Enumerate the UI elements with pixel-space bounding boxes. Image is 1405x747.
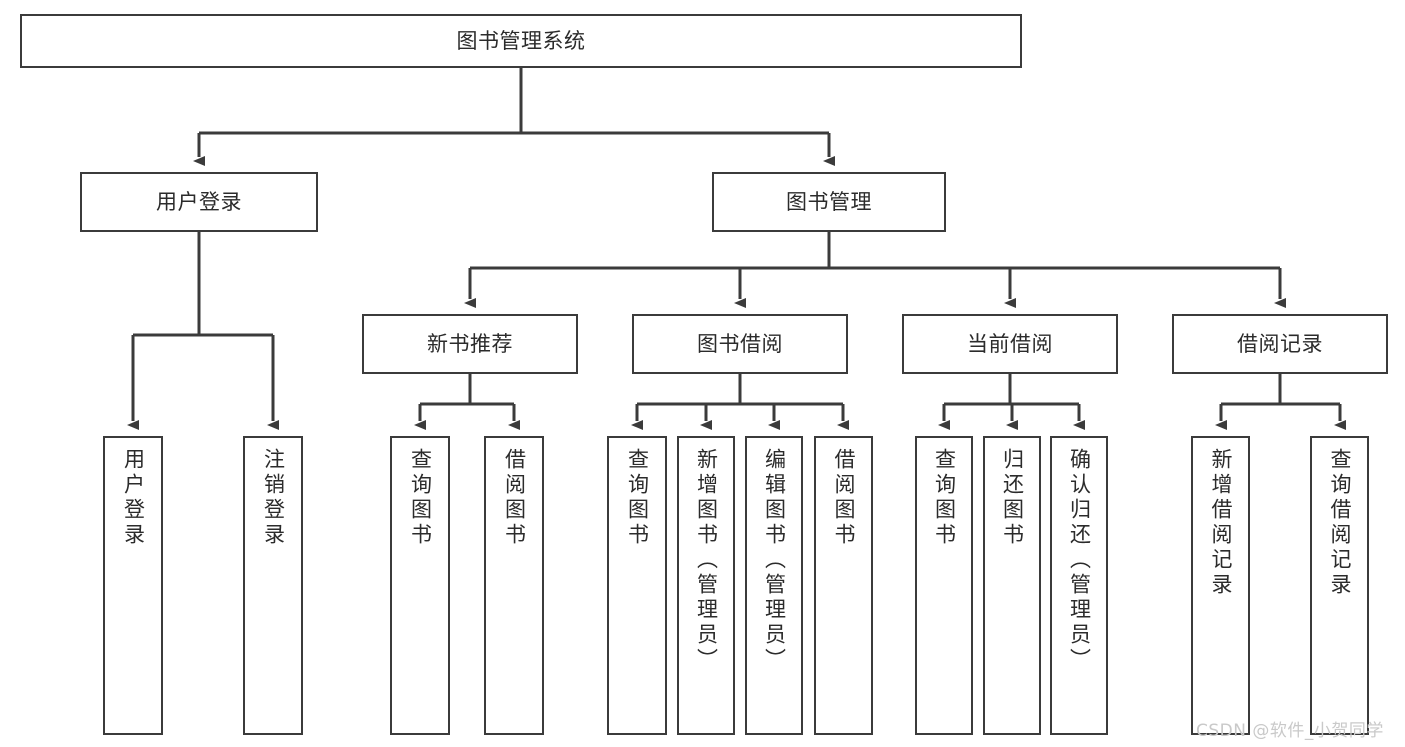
node-leaf-user-login[interactable]: 用户登录 (103, 436, 163, 735)
node-leaf-query-book-1-label: 查询图书 (408, 448, 433, 548)
node-leaf-add-book[interactable]: 新增图书（管理员） (677, 436, 735, 735)
node-book-manage-label: 图书管理 (786, 189, 872, 214)
node-root[interactable]: 图书管理系统 (20, 14, 1022, 68)
node-user-login-label: 用户登录 (156, 189, 242, 214)
node-leaf-confirm-return-label: 确认归还（管理员） (1067, 448, 1092, 673)
node-leaf-edit-book[interactable]: 编辑图书（管理员） (745, 436, 803, 735)
node-leaf-logout-login-label: 注销登录 (261, 448, 286, 548)
node-leaf-query-record-label: 查询借阅记录 (1328, 448, 1352, 598)
node-leaf-query-book-3-label: 查询图书 (932, 448, 957, 548)
node-leaf-add-record[interactable]: 新增借阅记录 (1191, 436, 1250, 735)
node-leaf-user-login-label: 用户登录 (121, 448, 146, 548)
node-user-login[interactable]: 用户登录 (80, 172, 318, 232)
node-leaf-logout-login[interactable]: 注销登录 (243, 436, 303, 735)
node-book-borrow[interactable]: 图书借阅 (632, 314, 848, 374)
node-borrow-record-label: 借阅记录 (1237, 331, 1323, 356)
node-leaf-add-record-label: 新增借阅记录 (1209, 448, 1233, 598)
node-book-manage[interactable]: 图书管理 (712, 172, 946, 232)
node-leaf-query-book-2[interactable]: 查询图书 (607, 436, 667, 735)
node-leaf-return-book[interactable]: 归还图书 (983, 436, 1041, 735)
node-new-book-recommend[interactable]: 新书推荐 (362, 314, 578, 374)
node-leaf-query-book-2-label: 查询图书 (625, 448, 650, 548)
node-book-borrow-label: 图书借阅 (697, 331, 783, 356)
node-new-book-recommend-label: 新书推荐 (427, 331, 513, 356)
node-leaf-query-book-3[interactable]: 查询图书 (915, 436, 973, 735)
node-leaf-query-book-1[interactable]: 查询图书 (390, 436, 450, 735)
node-root-label: 图书管理系统 (456, 28, 586, 53)
node-borrow-record[interactable]: 借阅记录 (1172, 314, 1388, 374)
node-leaf-query-record[interactable]: 查询借阅记录 (1310, 436, 1369, 735)
node-leaf-borrow-book-1[interactable]: 借阅图书 (484, 436, 544, 735)
node-leaf-borrow-book-1-label: 借阅图书 (502, 448, 527, 548)
node-current-borrow[interactable]: 当前借阅 (902, 314, 1118, 374)
node-current-borrow-label: 当前借阅 (967, 331, 1053, 356)
node-leaf-borrow-book-2[interactable]: 借阅图书 (814, 436, 873, 735)
node-leaf-return-book-label: 归还图书 (1000, 448, 1025, 548)
node-leaf-borrow-book-2-label: 借阅图书 (832, 448, 856, 548)
node-leaf-add-book-label: 新增图书（管理员） (694, 448, 719, 673)
node-leaf-confirm-return[interactable]: 确认归还（管理员） (1050, 436, 1108, 735)
node-leaf-edit-book-label: 编辑图书（管理员） (762, 448, 787, 673)
